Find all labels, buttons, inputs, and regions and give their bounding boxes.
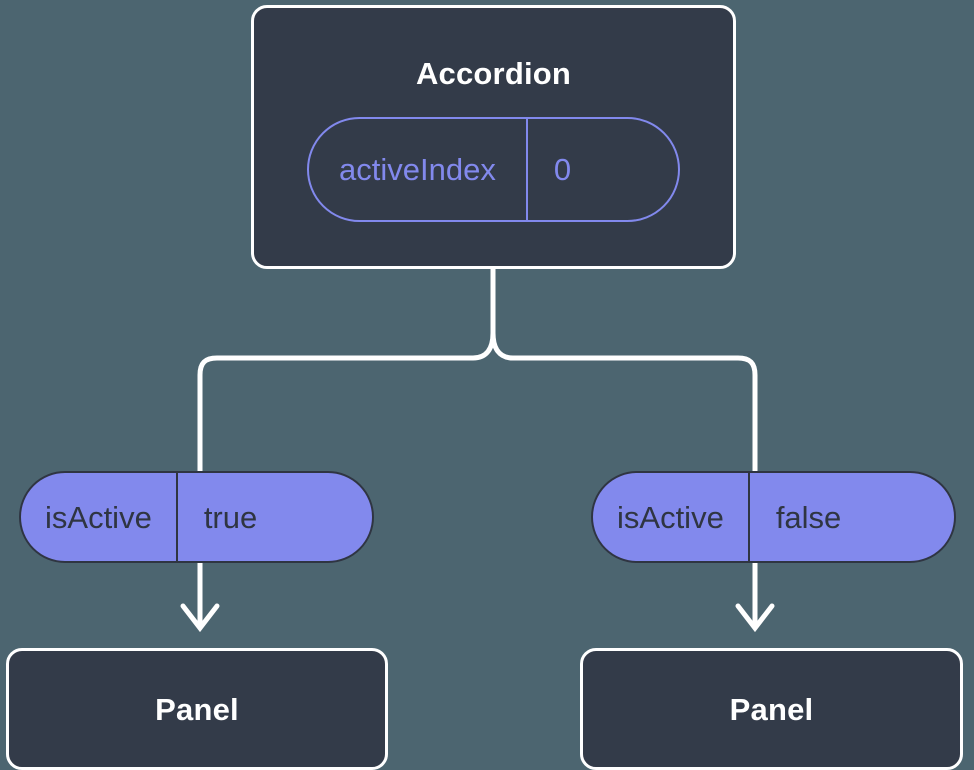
prop-pill-is-active-true[interactable]: isActive true <box>19 471 374 563</box>
prop-pill-value: false <box>747 473 867 561</box>
prop-pill-key: isActive <box>45 499 152 535</box>
prop-pill-value: true <box>175 473 283 561</box>
branch-connector-icon <box>197 265 496 474</box>
panel-component-box-left[interactable]: Panel <box>6 648 388 770</box>
accordion-title: Accordion <box>415 56 572 91</box>
state-pill-value: 0 <box>525 119 597 220</box>
arrow-down-icon-right <box>735 563 775 633</box>
panel-component-box-right[interactable]: Panel <box>580 648 963 770</box>
prop-pill-is-active-false[interactable]: isActive false <box>591 471 956 563</box>
panel-title: Panel <box>729 691 814 727</box>
state-pill-active-index[interactable]: activeIndex 0 <box>307 117 680 222</box>
state-pill-key: activeIndex <box>339 152 496 187</box>
prop-pill-key: isActive <box>617 499 724 535</box>
panel-title: Panel <box>155 691 239 727</box>
branch-connector-right-icon <box>490 265 758 474</box>
arrow-down-icon-left <box>180 563 220 633</box>
